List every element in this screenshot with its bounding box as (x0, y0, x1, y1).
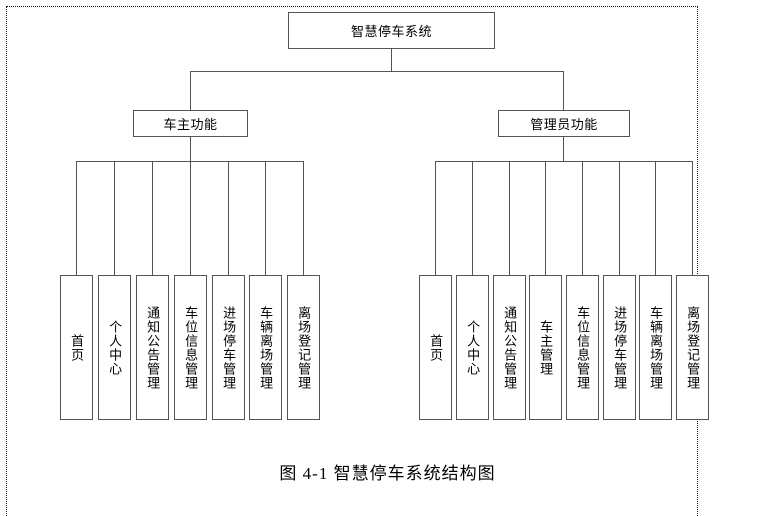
node-leaf-owner-5: 车辆离场管理 (249, 275, 282, 420)
node-leaf-admin-5-label: 进场停车管理 (612, 305, 628, 390)
node-leaf-owner-6: 离场登记管理 (287, 275, 320, 420)
node-leaf-admin-7-label: 离场登记管理 (685, 305, 701, 390)
connector-owner-drop-6 (303, 161, 304, 275)
node-leaf-admin-2: 通知公告管理 (493, 275, 526, 420)
figure-caption: 图 4-1 智慧停车系统结构图 (279, 464, 496, 483)
connector-top-drop-left (190, 71, 191, 110)
connector-owner-drop-5 (265, 161, 266, 275)
connector-admin-bus (435, 161, 692, 162)
node-root-label: 智慧停车系统 (350, 24, 432, 39)
connector-admin-drop-6 (655, 161, 656, 275)
node-leaf-admin-1-label: 个人中心 (465, 319, 481, 376)
node-leaf-owner-2-label: 通知公告管理 (145, 305, 161, 390)
node-root: 智慧停车系统 (288, 12, 495, 49)
node-leaf-owner-1: 个人中心 (98, 275, 131, 420)
node-leaf-owner-2: 通知公告管理 (136, 275, 169, 420)
connector-top-drop-right (563, 71, 564, 110)
node-leaf-owner-1-label: 个人中心 (107, 319, 123, 376)
connector-owner-bus (76, 161, 303, 162)
connector-admin-stem (563, 137, 564, 161)
connector-owner-drop-3 (190, 161, 191, 275)
page-border (6, 6, 698, 516)
connector-admin-drop-3 (545, 161, 546, 275)
connector-owner-drop-2 (152, 161, 153, 275)
connector-admin-drop-5 (619, 161, 620, 275)
node-leaf-admin-0: 首页 (419, 275, 452, 420)
node-leaf-owner-6-label: 离场登记管理 (296, 305, 312, 390)
node-leaf-admin-4: 车位信息管理 (566, 275, 599, 420)
connector-admin-drop-1 (472, 161, 473, 275)
node-leaf-owner-4: 进场停车管理 (212, 275, 245, 420)
node-leaf-admin-4-label: 车位信息管理 (575, 305, 591, 390)
connector-admin-drop-0 (435, 161, 436, 275)
connector-admin-drop-4 (582, 161, 583, 275)
node-leaf-owner-0-label: 首页 (69, 333, 85, 362)
node-leaf-admin-1: 个人中心 (456, 275, 489, 420)
node-leaf-owner-3: 车位信息管理 (174, 275, 207, 420)
node-leaf-admin-0-label: 首页 (428, 333, 444, 362)
node-branch-admin: 管理员功能 (498, 110, 630, 137)
connector-owner-drop-1 (114, 161, 115, 275)
connector-owner-stem (190, 137, 191, 161)
node-leaf-admin-3: 车主管理 (529, 275, 562, 420)
node-branch-admin-label: 管理员功能 (530, 117, 598, 132)
node-leaf-owner-4-label: 进场停车管理 (221, 305, 237, 390)
node-leaf-owner-5-label: 车辆离场管理 (258, 305, 274, 390)
node-leaf-admin-6-label: 车辆离场管理 (648, 305, 664, 390)
connector-owner-drop-4 (228, 161, 229, 275)
node-leaf-owner-3-label: 车位信息管理 (183, 305, 199, 390)
node-leaf-admin-3-label: 车主管理 (538, 319, 554, 376)
connector-owner-drop-0 (76, 161, 77, 275)
node-leaf-admin-5: 进场停车管理 (603, 275, 636, 420)
node-branch-owner: 车主功能 (133, 110, 248, 137)
connector-top-bus (190, 71, 564, 72)
node-leaf-admin-6: 车辆离场管理 (639, 275, 672, 420)
node-leaf-admin-2-label: 通知公告管理 (502, 305, 518, 390)
connector-admin-drop-2 (509, 161, 510, 275)
connector-admin-drop-7 (692, 161, 693, 275)
node-leaf-admin-7: 离场登记管理 (676, 275, 709, 420)
connector-root-stem (391, 49, 392, 71)
node-leaf-owner-0: 首页 (60, 275, 93, 420)
node-branch-owner-label: 车主功能 (163, 117, 218, 132)
